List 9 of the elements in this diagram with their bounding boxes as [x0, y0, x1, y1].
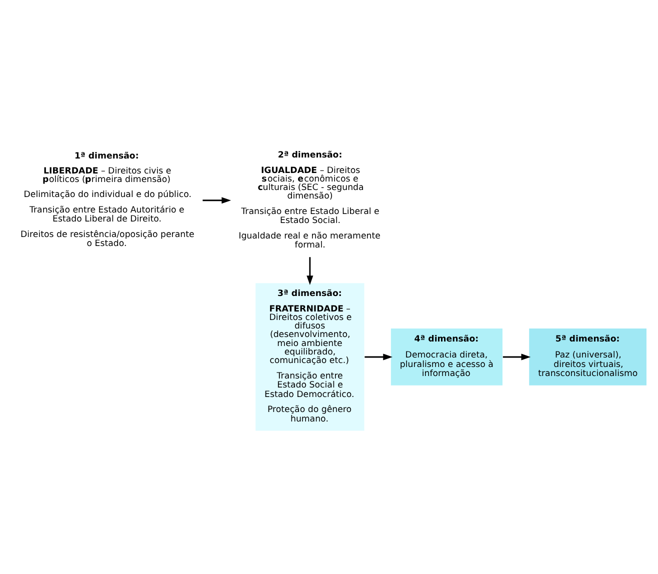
node-box: 4ª dimensão: Democracia direta, pluralismo e acesso à informação: [390, 327, 504, 386]
node-box: 5ª dimensão: Paz (universal), direitos virtuais, transconsitucionalismo: [528, 327, 648, 386]
arrow: [306, 256, 314, 284]
arrow: [202, 196, 232, 204]
node-box: 3ª dimensão: FRATERNIDADE – Direitos coletivos e difusos (desenvolvimento, meio ambiente equilibrado, comunicação etc.) Transição entre Estado Social e Estado Democrático. Proteção do gênero humano.: [254, 282, 365, 431]
arrow: [364, 353, 392, 360]
arrow: [502, 353, 531, 360]
node-text: 2ª dimensão: IGUALDADE – Direitos sociais, econômicos e culturais (SEC - segunda dimensão) Transição entre Estado Liberal e Estado Social. Igualdade real e não meramente formal.: [238, 150, 380, 250]
node-text: 1ª dimensão: LIBERDADE – Direitos civis e políticos (primeira dimensão) Delimitação do individual e do público. Transição entre Estado Autoritário e Estado Liberal de Direito. Direitos de resistência/oposição perante o Estado.: [20, 150, 194, 249]
